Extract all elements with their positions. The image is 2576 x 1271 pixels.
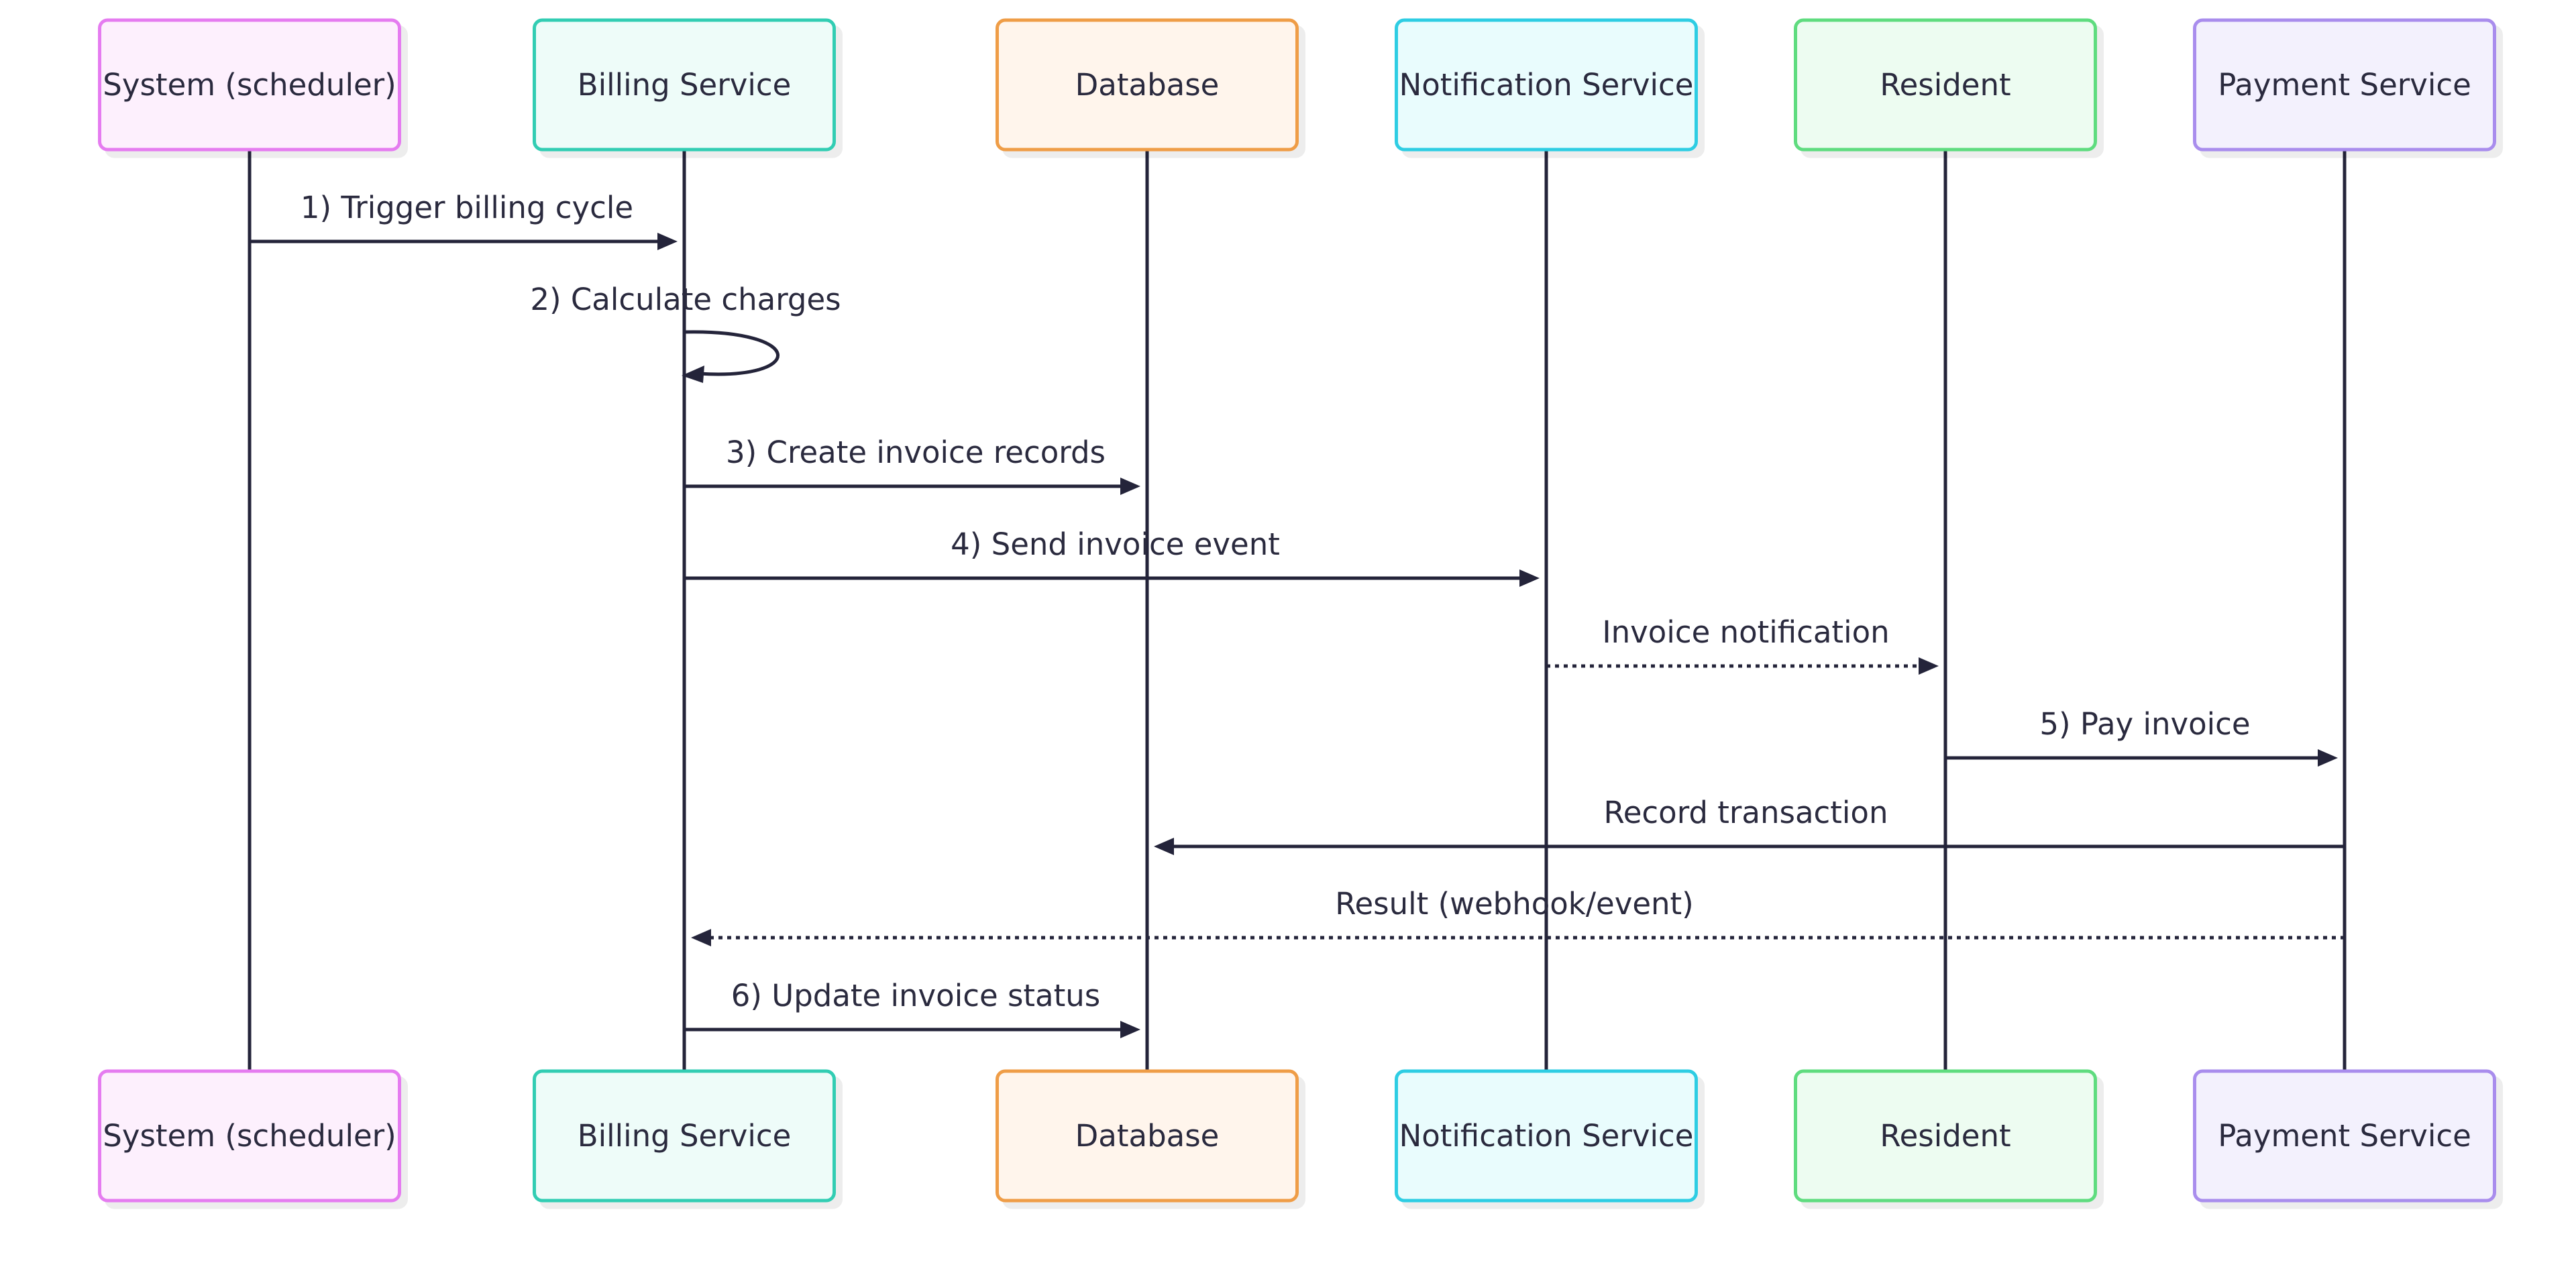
participants: System (scheduler) System (scheduler) Bill… [98,18,2496,1203]
participant-box [996,1069,1299,1203]
participant-label: System (scheduler) [103,1118,396,1154]
participant-box [1794,18,2097,152]
participant-label: Billing Service [578,1118,792,1154]
participant-system-top: System (scheduler) [98,18,401,152]
participant-box [1794,1069,2097,1203]
participant-label: Notification Service [1399,1118,1694,1154]
message-label: 3) Create invoice records [726,435,1106,470]
participant-billing-bottom: Billing Service [533,1069,836,1203]
messages: 1) Trigger billing cycle 2) Calculate cha… [250,190,2345,1038]
participant-box [98,18,401,152]
participant-box [996,18,1299,152]
message-7: Record transaction [1154,795,2345,855]
participant-label: Resident [1880,67,2010,103]
message-9: 6) Update invoice status [684,978,1140,1038]
arrowhead [1519,569,1540,587]
participant-resident-top: Resident [1794,18,2097,152]
participant-notification-top: Notification Service [1395,18,1698,152]
message-arrow-line [684,330,780,376]
arrowhead [1919,657,1939,675]
participant-label: Resident [1880,1118,2010,1154]
participant-resident-bottom: Resident [1794,1069,2097,1203]
participant-notification-bottom: Notification Service [1395,1069,1698,1203]
message-label: Result (webhook/event) [1335,886,1694,922]
arrowhead [657,233,678,250]
participant-box [98,1069,401,1203]
arrowhead [682,366,704,383]
message-label: 1) Trigger billing cycle [301,190,633,225]
participant-payment-top: Payment Service [2193,18,2496,152]
participant-box [2193,18,2496,152]
message-label: 4) Send invoice event [951,527,1280,562]
participant-box [533,1069,836,1203]
arrowhead [1120,478,1140,495]
participant-box [533,18,836,152]
message-label: 2) Calculate charges [530,282,841,317]
participant-label: Database [1075,1118,1220,1154]
arrowhead [1154,838,1174,855]
participant-label: Payment Service [2218,67,2471,103]
participant-billing-top: Billing Service [533,18,836,152]
message-label: 6) Update invoice status [731,978,1100,1013]
message-6: 5) Pay invoice [1945,706,2338,767]
participant-label: Billing Service [578,67,792,103]
participant-payment-bottom: Payment Service [2193,1069,2496,1203]
participant-database-bottom: Database [996,1069,1299,1203]
arrowhead [1120,1021,1140,1038]
lifelines [248,150,2347,1071]
message-3: 3) Create invoice records [684,435,1140,495]
message-5: Invoice notification [1546,614,1939,675]
participant-database-top: Database [996,18,1299,152]
participant-label: System (scheduler) [103,67,396,103]
participant-label: Notification Service [1399,67,1694,103]
message-1: 1) Trigger billing cycle [250,190,678,250]
message-label: 5) Pay invoice [2039,706,2250,742]
message-label: Invoice notification [1602,614,1889,650]
message-label: Record transaction [1604,795,1888,830]
participant-box [1395,1069,1698,1203]
message-2: 2) Calculate charges [530,282,841,383]
participant-label: Database [1075,67,1220,103]
arrowhead [691,929,711,946]
arrowhead [2318,749,2338,767]
participant-label: Payment Service [2218,1118,2471,1154]
message-4: 4) Send invoice event [684,527,1540,587]
participant-box [2193,1069,2496,1203]
message-8: Result (webhook/event) [691,886,2345,946]
participant-box [1395,18,1698,152]
participant-system-bottom: System (scheduler) [98,1069,401,1203]
